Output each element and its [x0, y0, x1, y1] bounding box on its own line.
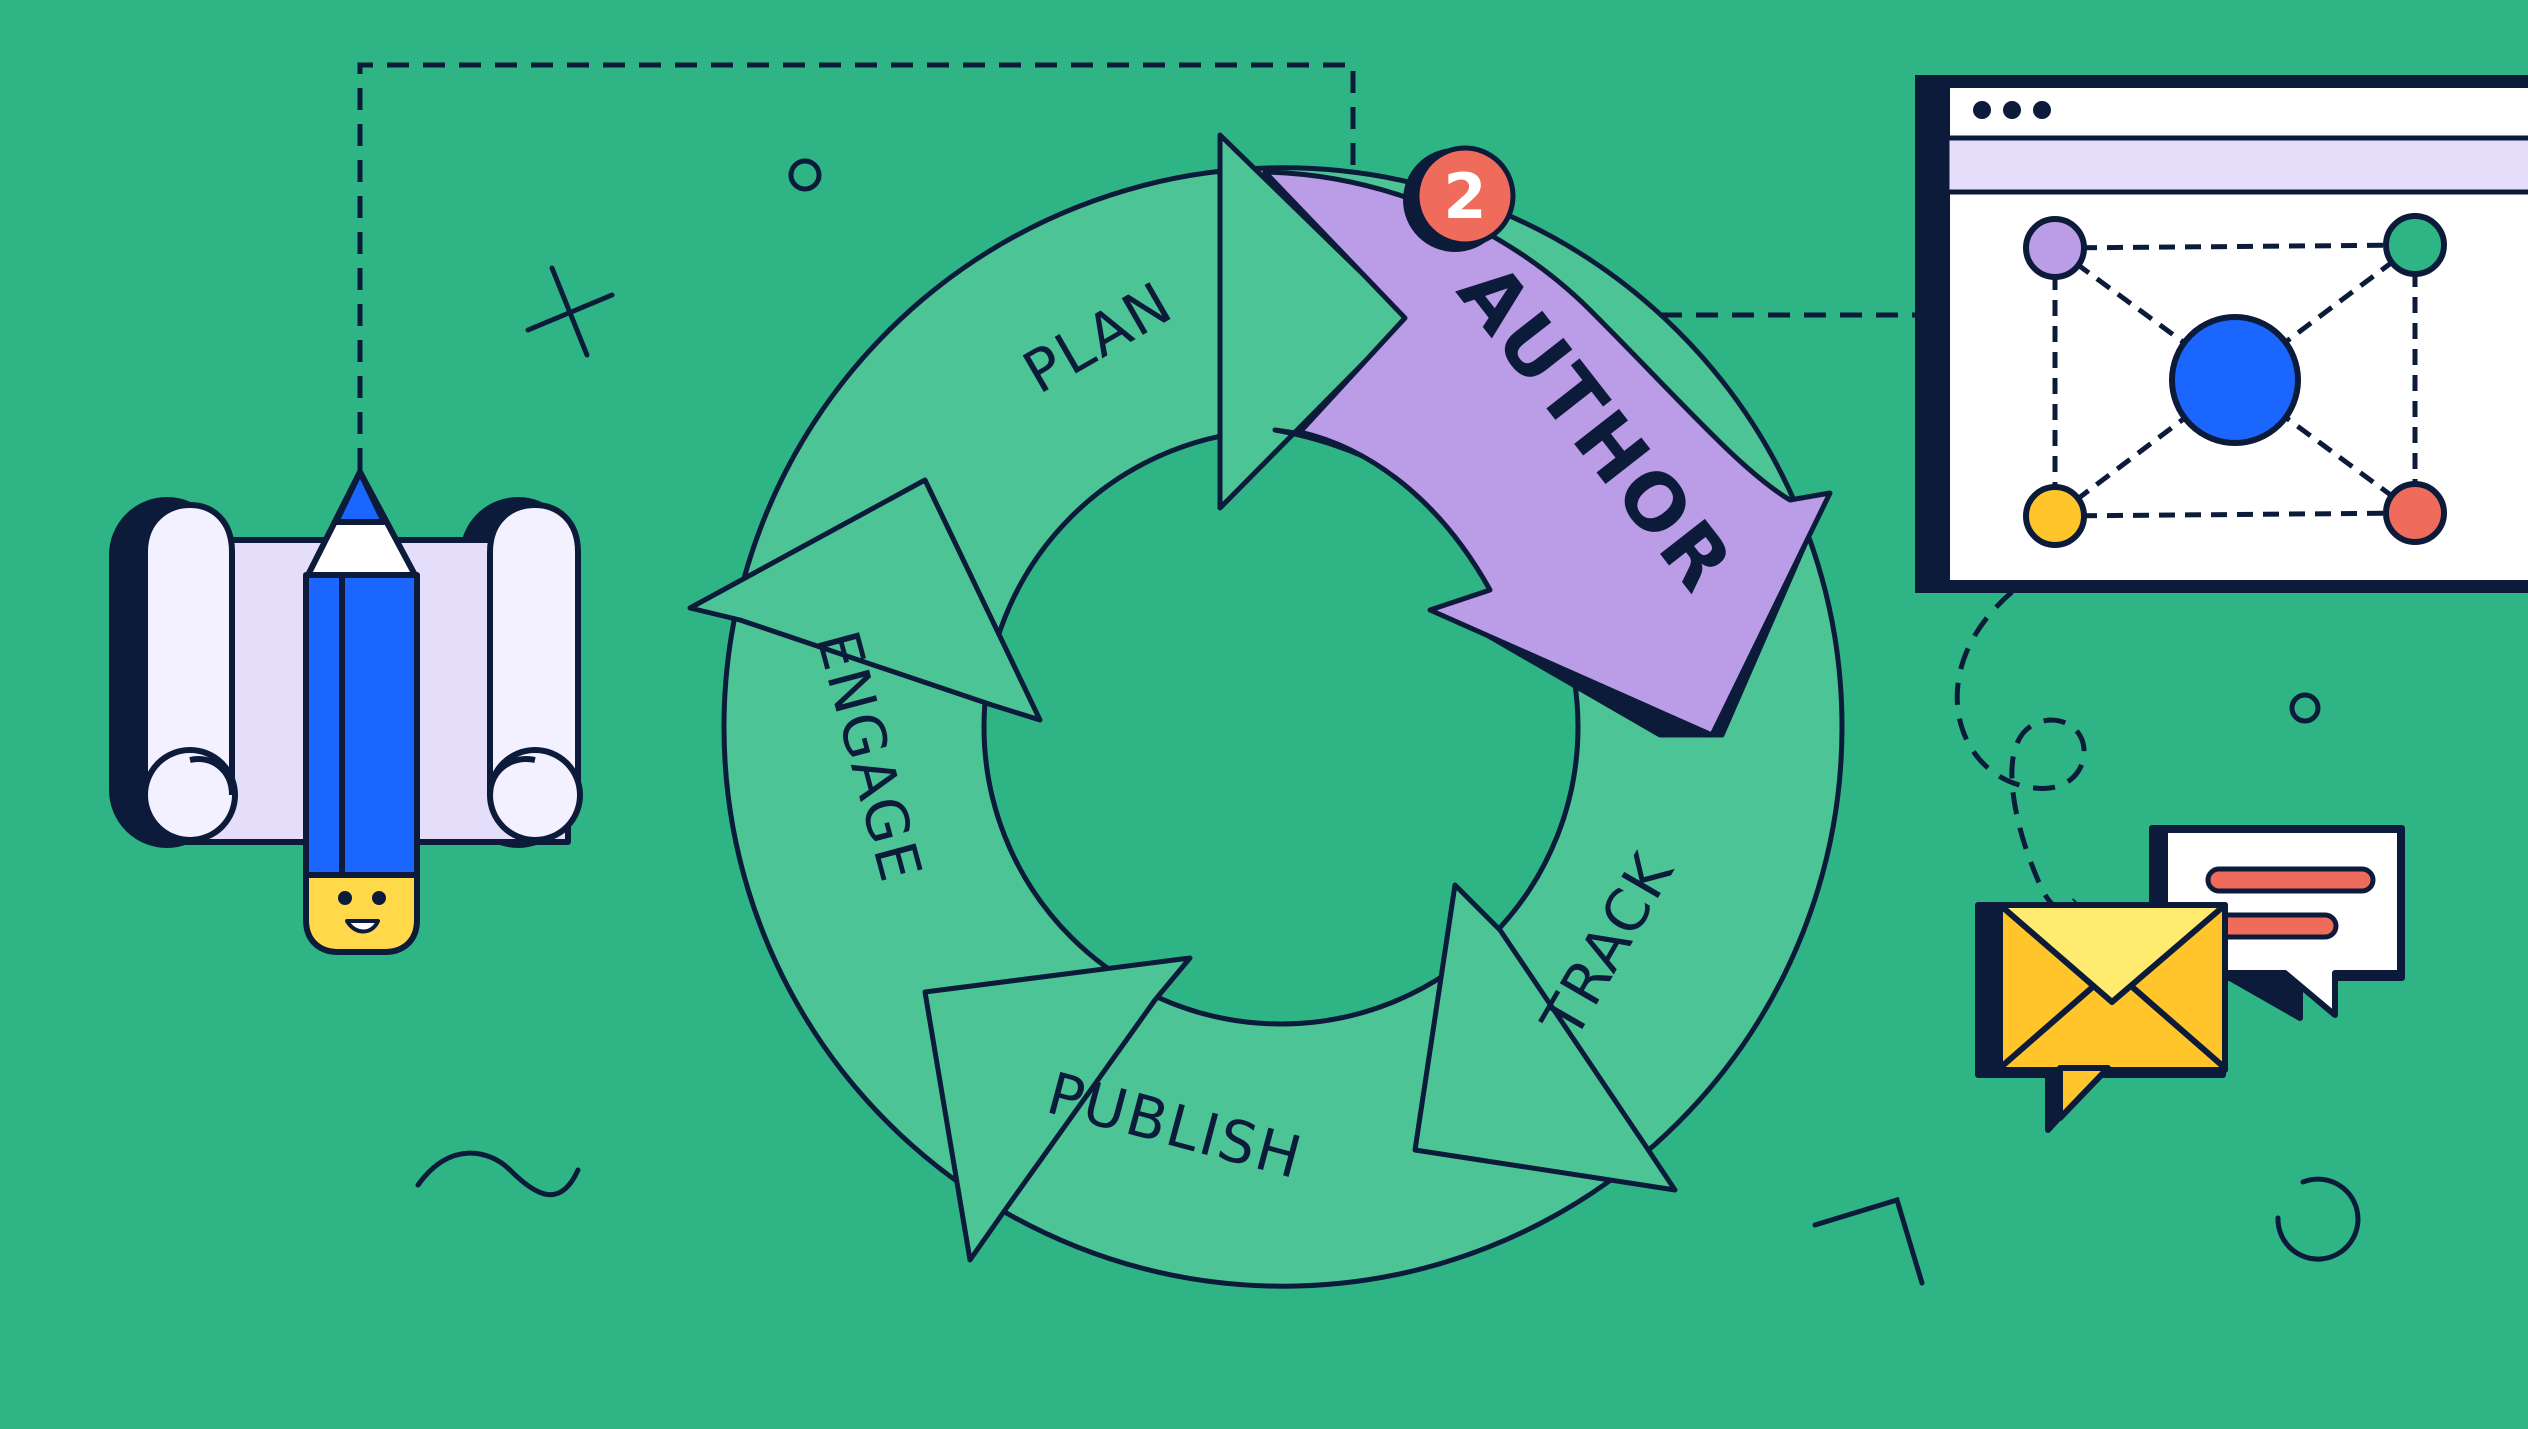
- cross-doodle: [549, 265, 590, 358]
- dashed-connector-chat: [1954, 590, 2087, 911]
- window-dot: [2003, 101, 2021, 119]
- cycle-diagram: PLAN AUTHOR TRACK PUBLISH ENGAGE 2: [687, 132, 1845, 1289]
- track-arrowhead: [1412, 882, 1678, 1193]
- envelope-icon: [1975, 902, 2228, 1133]
- pencil-icon: [303, 469, 420, 955]
- network-node-yellow: [2023, 484, 2087, 548]
- decor-doodles: [415, 158, 2361, 1286]
- small-circle-doodle: [2289, 692, 2321, 724]
- pencil-body: [303, 572, 420, 878]
- scroll-right-roll: [487, 502, 581, 798]
- small-circle-doodle: [788, 158, 822, 192]
- window-dot: [2033, 101, 2051, 119]
- chat-line: [2205, 866, 2376, 894]
- window-titlebar: [1944, 135, 2528, 195]
- dashed-connector-pencil: [357, 62, 1356, 470]
- network-window-icon: [1915, 75, 2528, 593]
- engage-arrowhead: [687, 477, 1043, 723]
- network-node-red: [2383, 481, 2447, 545]
- pencil-eye: [372, 891, 386, 905]
- window-dot: [1973, 101, 1991, 119]
- envelope-flap: [1997, 902, 2228, 1005]
- network-center-node: [2169, 314, 2301, 446]
- network-node-green: [2383, 213, 2447, 277]
- pencil-eraser: [303, 872, 420, 955]
- publish-arrowhead: [922, 955, 1193, 1263]
- step-badge-number: 2: [1443, 160, 1486, 233]
- angle-doodle: [1812, 1196, 1925, 1286]
- scroll-left-roll: [142, 502, 235, 798]
- step-badge-circle: [1414, 145, 1516, 247]
- dashed-connectors: [357, 62, 2087, 911]
- arc-doodle: [2275, 1176, 2361, 1262]
- pencil-smile: [345, 919, 380, 934]
- pencil-eye: [338, 891, 352, 905]
- pencil-lead: [333, 469, 387, 525]
- envelope-tail: [2057, 1065, 2111, 1121]
- step-badge: 2: [1403, 145, 1516, 252]
- wave-doodle: [415, 1150, 581, 1198]
- network-node-purple: [2023, 216, 2087, 280]
